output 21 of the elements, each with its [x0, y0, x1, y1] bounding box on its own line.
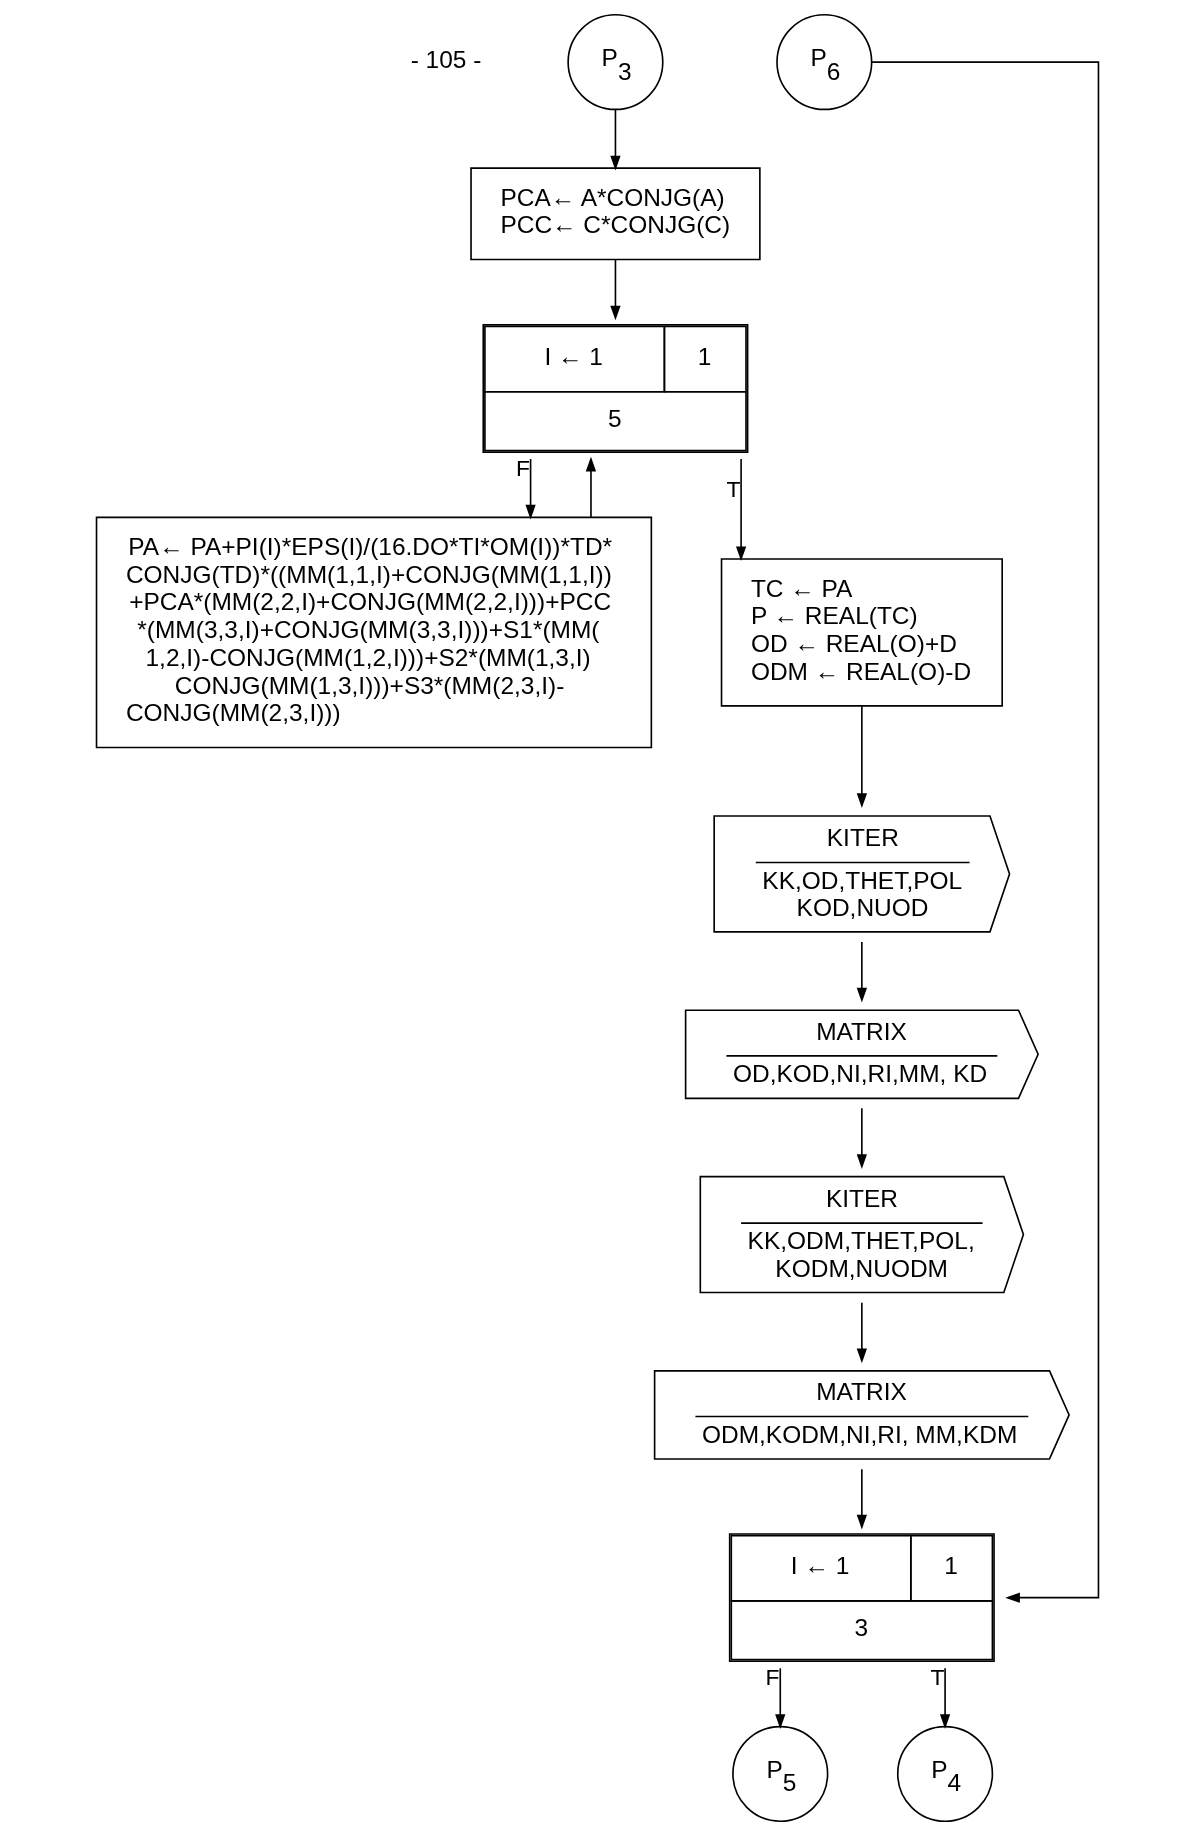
arrow	[610, 258, 621, 321]
node-box: TC ← PA P ← REAL(TC) OD ← REAL(O)+D ODM ← REAL(O)-D	[720, 558, 1003, 707]
arrow	[525, 458, 536, 520]
arrow	[939, 1667, 951, 1729]
arrow	[856, 705, 867, 809]
arrow	[856, 1301, 867, 1364]
arrow	[856, 1468, 867, 1530]
arrow	[775, 1667, 786, 1729]
edge-label: T	[726, 475, 741, 502]
arrow	[735, 458, 747, 562]
edge-label: T	[930, 1664, 945, 1691]
node-box: PCA← A*CONJG(A) PCC← C*CONJG(C)	[470, 167, 761, 261]
arrow	[856, 941, 867, 1003]
edge-label: F	[515, 455, 530, 482]
arrow	[585, 456, 597, 518]
label: - 105 -	[410, 45, 482, 73]
arrow	[871, 61, 1100, 1603]
arrow	[856, 1107, 867, 1169]
node-box: PA← PA+PI(I)*EPS(I)/(16.DO*TI*OM(I))*TD* CONJG(TD)*((MM(1,1,I)+CONJG(MM(1,1,I)) +PCA*(MM(2,2,I)+CONJG(MM(2,2,I)))+PCC *(MM(3,3,I)+CONJG(MM(3,3,I)))+S1*(MM( 1,2,I)-CONJG(MM(1,2,I)))+S2*(MM(1,3,I) CONJG(MM(1,3,I)))+S3*(MM(2,3,I)- CONJG(MM(2,3,I)))	[95, 516, 653, 749]
arrow	[610, 108, 621, 171]
edge-label: F	[765, 1664, 780, 1691]
